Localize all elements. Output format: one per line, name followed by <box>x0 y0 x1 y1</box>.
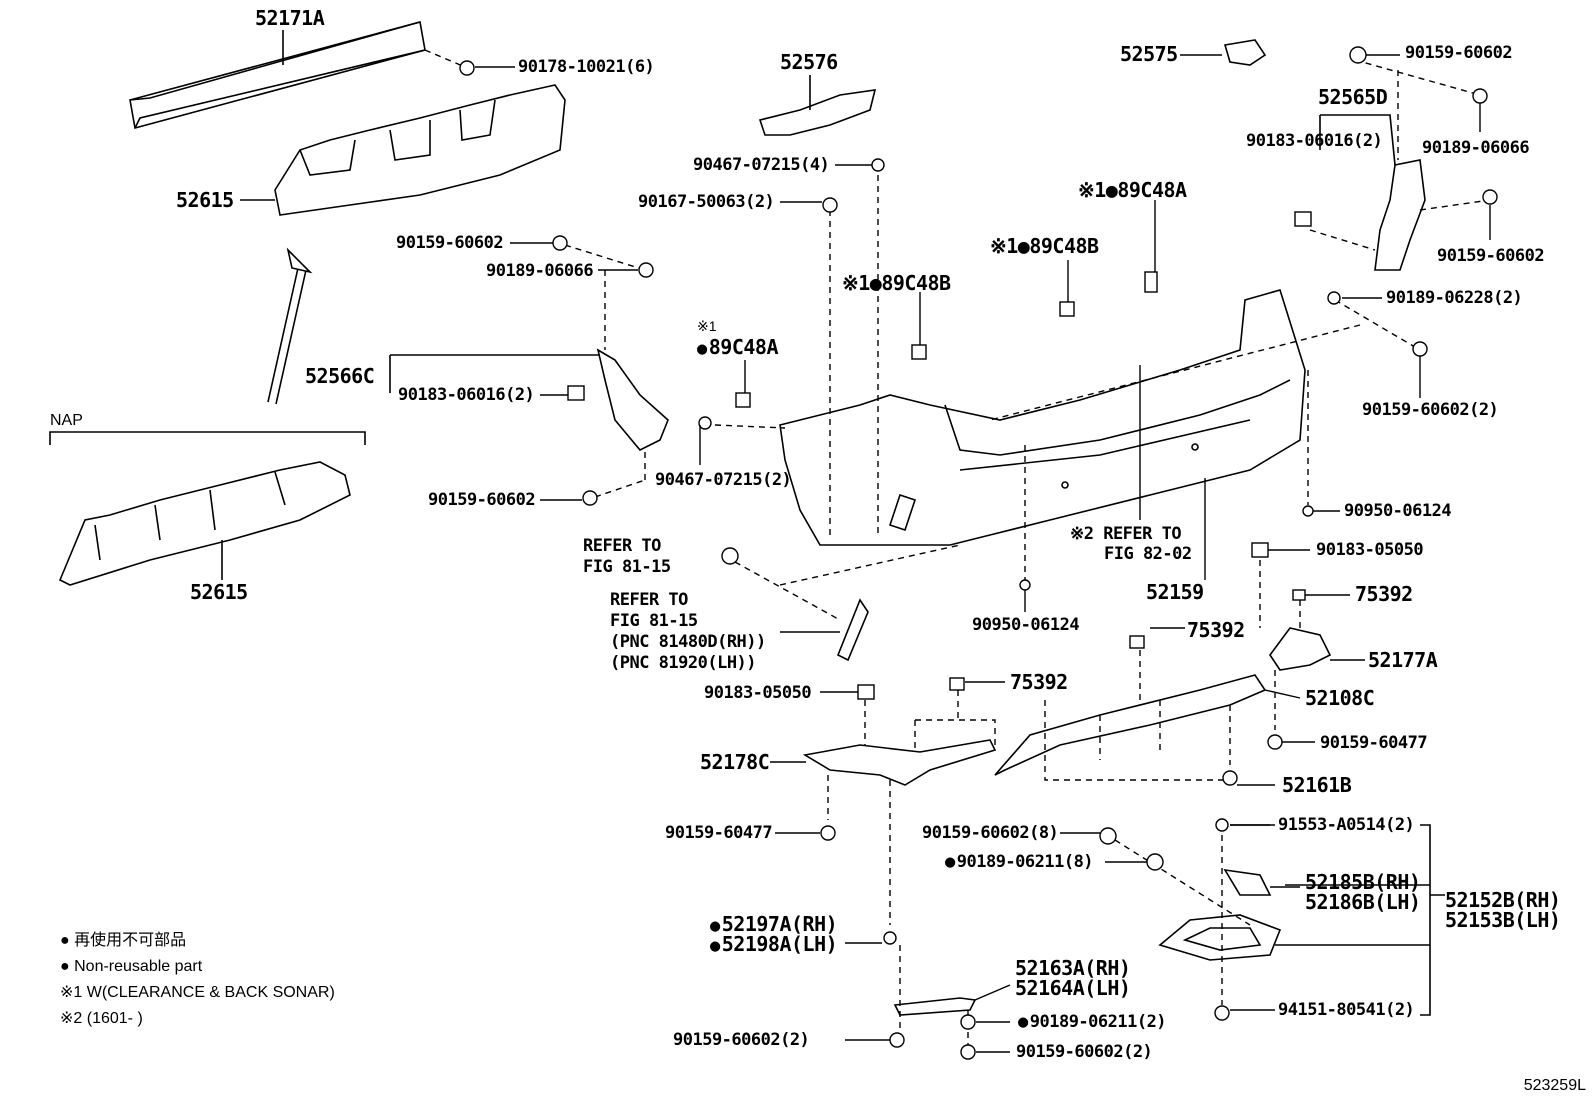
part-90159-60602-right-2[interactable]: 90159-60602 <box>1437 246 1545 266</box>
part-52575[interactable]: 52575 <box>1120 42 1178 66</box>
energy-absorber-drawing <box>240 84 566 216</box>
part-90159-60477-right[interactable]: 90159-60477 <box>1320 733 1428 753</box>
part-52152B-RH[interactable]: 52152B(RH) <box>1445 888 1561 912</box>
part-94151-80541[interactable]: 94151-80541(2) <box>1278 1000 1415 1020</box>
part-90189-06211-8[interactable]: 90189-06211(8) <box>945 852 1094 872</box>
part-89C48A-right[interactable]: ※1●89C48A <box>1078 178 1187 202</box>
part-90159-60477-left[interactable]: 90159-60477 <box>665 823 773 843</box>
refer-fig-82-02-line1[interactable]: ※2 REFER TO <box>1070 524 1182 544</box>
refer-fig-81-15-b-line1[interactable]: REFER TO <box>610 590 688 610</box>
part-90189-06211-2[interactable]: 90189-06211(2) <box>1018 1012 1167 1032</box>
part-90159-60602-left-2[interactable]: 90159-60602 <box>428 490 536 510</box>
part-90950-06124-center[interactable]: 90950-06124 <box>972 615 1080 635</box>
part-90159-60602-bottom-right[interactable]: 90159-60602(2) <box>1016 1042 1153 1062</box>
arrow-drawing <box>267 247 313 405</box>
part-90467-07215-2[interactable]: 90467-07215(2) <box>655 470 792 490</box>
part-90950-06124-right[interactable]: 90950-06124 <box>1344 501 1452 521</box>
part-89C48B-right[interactable]: ※1●89C48B <box>990 234 1099 258</box>
part-90189-06228[interactable]: 90189-06228(2) <box>1386 288 1523 308</box>
part-52108C[interactable]: 52108C <box>1305 686 1375 710</box>
refer-fig-81-15-a-line2[interactable]: FIG 81-15 <box>583 557 671 577</box>
legend-line-4: ※2 (1601- ) <box>60 1010 143 1027</box>
part-90159-60602-left-1[interactable]: 90159-60602 <box>396 233 504 253</box>
part-90159-60602-right-1[interactable]: 90159-60602 <box>1405 43 1513 63</box>
part-52159[interactable]: 52159 <box>1146 580 1204 604</box>
legend-line-2: ● Non-reusable part <box>60 958 203 975</box>
note-mark-1: ※1 <box>697 318 717 334</box>
part-75392-left[interactable]: 75392 <box>1010 670 1068 694</box>
refer-fig-81-15-b-line3[interactable]: (PNC 81480D(RH)) <box>610 632 766 652</box>
part-52615-top[interactable]: 52615 <box>176 188 234 212</box>
non-reusable-dot-icon: ● <box>60 932 70 949</box>
part-90183-06016-left[interactable]: 90183-06016(2) <box>398 385 535 405</box>
refer-fig-81-15-b-line2[interactable]: FIG 81-15 <box>610 611 698 631</box>
part-90183-05050-right[interactable]: 90183-05050 <box>1316 540 1424 560</box>
part-52177A[interactable]: 52177A <box>1368 648 1438 672</box>
part-90467-07215-4[interactable]: 90467-07215(4) <box>693 155 830 175</box>
part-52164A-LH[interactable]: 52164A(LH) <box>1015 976 1131 1000</box>
part-52185B-RH[interactable]: 52185B(RH) <box>1305 870 1421 894</box>
non-reusable-dot-icon: ● <box>60 958 70 975</box>
part-90159-60602-right-3[interactable]: 90159-60602(2) <box>1362 400 1499 420</box>
part-52163A-RH[interactable]: 52163A(RH) <box>1015 956 1131 980</box>
energy-absorber-nap-drawing <box>58 461 351 586</box>
refer-fig-82-02-line2[interactable]: FIG 82-02 <box>1104 544 1192 564</box>
part-52615-nap[interactable]: 52615 <box>190 580 248 604</box>
part-91553-A0514[interactable]: 91553-A0514(2) <box>1278 815 1415 835</box>
refer-fig-81-15-b-line4[interactable]: (PNC 81920(LH)) <box>610 653 757 673</box>
part-90167-50063[interactable]: 90167-50063(2) <box>638 192 775 212</box>
part-90178-10021[interactable]: 90178-10021(6) <box>518 57 655 77</box>
legend-line-3: ※1 W(CLEARANCE & BACK SONAR) <box>60 984 335 1001</box>
part-90189-06066-left[interactable]: 90189-06066 <box>486 261 594 281</box>
part-52576[interactable]: 52576 <box>780 50 838 74</box>
part-52186B-LH[interactable]: 52186B(LH) <box>1305 890 1421 914</box>
part-75392-right[interactable]: 75392 <box>1355 582 1413 606</box>
part-75392-center[interactable]: 75392 <box>1187 618 1245 642</box>
part-52161B[interactable]: 52161B <box>1282 773 1352 797</box>
legend-line-1: ● 再使用不可部品 <box>60 932 187 949</box>
part-52565D[interactable]: 52565D <box>1318 85 1388 109</box>
figure-id: 523259L <box>1523 1077 1586 1094</box>
part-90189-06066-right[interactable]: 90189-06066 <box>1422 138 1530 158</box>
legend: ● 再使用不可部品 ● Non-reusable part ※1 W(CLEAR… <box>60 928 335 1032</box>
part-90159-60602-bottom-left[interactable]: 90159-60602(2) <box>673 1030 810 1050</box>
part-52178C[interactable]: 52178C <box>700 750 770 774</box>
part-90183-06016-right[interactable]: 90183-06016(2) <box>1246 131 1383 151</box>
bumper-reinforcement-drawing <box>129 21 426 129</box>
refer-fig-81-15-a-line1[interactable]: REFER TO <box>583 536 661 556</box>
part-90183-05050-left[interactable]: 90183-05050 <box>704 683 812 703</box>
part-52171A[interactable]: 52171A <box>255 6 325 30</box>
part-89C48B-left[interactable]: ※1●89C48B <box>842 271 951 295</box>
nap-label: NAP <box>50 412 83 429</box>
part-52566C[interactable]: 52566C <box>305 364 375 388</box>
part-52198A-LH[interactable]: 52198A(LH) <box>710 934 838 956</box>
part-90159-60602-8[interactable]: 90159-60602(8) <box>922 823 1059 843</box>
bumper-cover-drawing <box>779 289 1306 546</box>
part-52197A-RH[interactable]: 52197A(RH) <box>710 914 838 936</box>
part-52153B-LH[interactable]: 52153B(LH) <box>1445 908 1561 932</box>
part-89C48A-left[interactable]: 89C48A <box>697 337 779 359</box>
